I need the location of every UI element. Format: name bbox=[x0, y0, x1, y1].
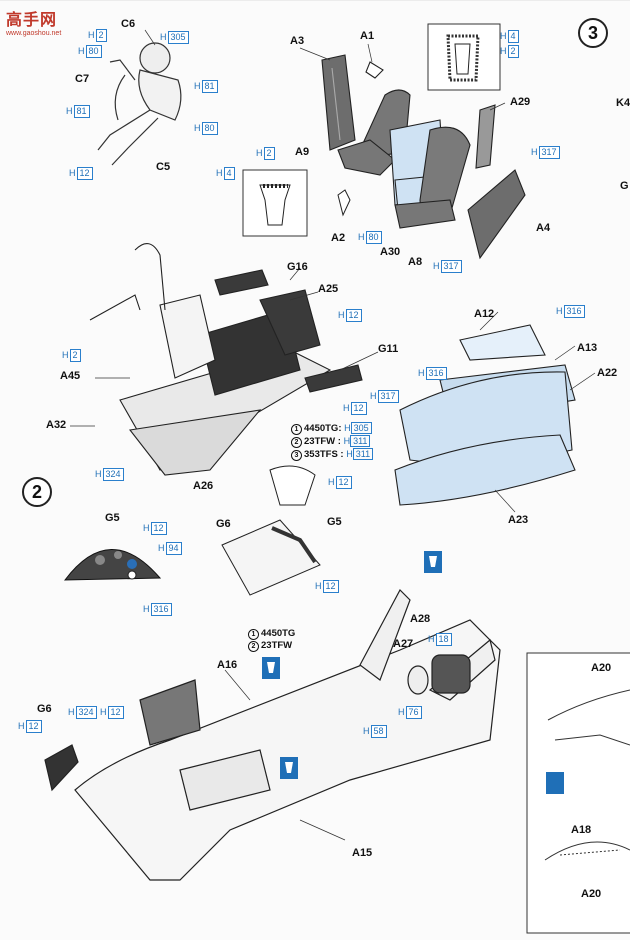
part-label-a25: A25 bbox=[318, 283, 339, 295]
part-label-a32: A32 bbox=[46, 419, 67, 431]
part-label-a4: A4 bbox=[536, 222, 551, 234]
part-label-c5: C5 bbox=[156, 161, 171, 173]
watermark-url: www.gaoshou.net bbox=[6, 30, 62, 37]
part-label-a18: A18 bbox=[571, 824, 592, 836]
coaming-part bbox=[269, 465, 316, 506]
part-label-k4: K4 bbox=[616, 97, 630, 109]
part-label-a12: A12 bbox=[474, 308, 495, 320]
part-label-g5-coaming: G5 bbox=[327, 516, 342, 528]
part-label-a45: A45 bbox=[60, 370, 81, 382]
part-label-a8: A8 bbox=[408, 256, 423, 268]
ejection-seat-assembly bbox=[321, 54, 526, 260]
handle-detail-box bbox=[242, 169, 308, 237]
step-number-2: 2 bbox=[22, 477, 52, 507]
part-label-g11: G11 bbox=[378, 343, 399, 355]
part-label-c6: C6 bbox=[121, 18, 136, 30]
inset-detail-box bbox=[526, 652, 630, 934]
part-label-a16: A16 bbox=[217, 659, 238, 671]
part-label-g6-fuselage: G6 bbox=[37, 703, 52, 715]
headrest-detail-box bbox=[427, 23, 501, 91]
part-label-a3: A3 bbox=[290, 35, 305, 47]
part-label-g5-panel: G5 bbox=[105, 512, 120, 524]
part-label-g16: G16 bbox=[287, 261, 308, 273]
watermark-logo: 高手网 www.gaoshou.net bbox=[6, 6, 61, 37]
pilot-figure bbox=[97, 42, 182, 166]
step-number-3: 3 bbox=[578, 18, 608, 48]
fuselage-upper-parts bbox=[394, 324, 576, 506]
part-label-a26: A26 bbox=[193, 480, 214, 492]
part-label-a27: A27 bbox=[393, 638, 414, 650]
part-label-a1: A1 bbox=[360, 30, 375, 42]
part-label-a20-bottom: A20 bbox=[581, 888, 602, 900]
part-label-c7: C7 bbox=[75, 73, 90, 85]
part-label-a9: A9 bbox=[295, 146, 310, 158]
part-label-g6-shield: G6 bbox=[216, 518, 231, 530]
part-label-a15: A15 bbox=[352, 847, 373, 859]
paint-icons bbox=[262, 551, 564, 794]
part-label-a23: A23 bbox=[508, 514, 529, 526]
part-label-a2: A2 bbox=[331, 232, 346, 244]
cockpit-tub bbox=[89, 243, 363, 476]
part-label-a28: A28 bbox=[410, 613, 431, 625]
leader-lines bbox=[70, 29, 596, 841]
part-label-a22: A22 bbox=[597, 367, 618, 379]
watermark-title: 高手网 bbox=[6, 12, 58, 29]
part-label-a20-top: A20 bbox=[591, 662, 612, 674]
part-label-a13: A13 bbox=[577, 342, 598, 354]
glare-shield-part bbox=[221, 519, 321, 596]
main-fuselage bbox=[44, 589, 501, 881]
instrument-panel bbox=[63, 549, 162, 581]
part-label-a30: A30 bbox=[380, 246, 401, 258]
part-label-g: G bbox=[620, 180, 629, 192]
part-label-a29: A29 bbox=[510, 96, 531, 108]
